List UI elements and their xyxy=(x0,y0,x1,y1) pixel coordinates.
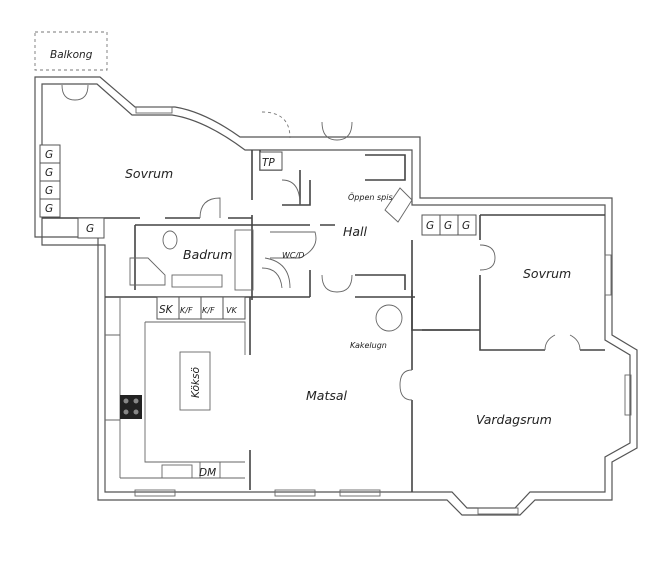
kitchen-island-label: Köksö xyxy=(190,367,202,398)
closet-label: G xyxy=(45,203,53,215)
balcony xyxy=(34,31,108,71)
fireplace-label: Öppen spis xyxy=(348,192,393,202)
room-label-sovrum: Sovrum xyxy=(125,166,173,181)
kitchen-unit-label: K/F xyxy=(202,306,215,315)
kitchen-island xyxy=(179,351,211,411)
room-label-vardagsrum: Vardagsrum xyxy=(476,412,552,427)
closet-label: G xyxy=(45,185,53,197)
room-label-hall: Hall xyxy=(343,224,368,239)
stove-icon xyxy=(120,395,142,419)
windows xyxy=(134,106,632,515)
kitchen-unit-label: VK xyxy=(226,306,237,315)
balcony-label: Balkong xyxy=(50,49,93,61)
closet-label: G xyxy=(426,220,434,232)
closets-left: G G G G G xyxy=(39,144,105,239)
tp-box xyxy=(259,151,283,171)
outer-wall-inner xyxy=(41,83,631,509)
kitchen-unit-label: K/F xyxy=(180,306,193,315)
room-label-sovrum-right: Sovrum xyxy=(523,266,571,281)
interior-walls xyxy=(42,150,605,492)
closet-label: G xyxy=(45,167,53,179)
stove-burners xyxy=(123,398,139,415)
room-label-wc: WC/D xyxy=(282,251,304,260)
room-label-badrum: Badrum xyxy=(183,247,232,262)
doors xyxy=(61,84,581,401)
dishwasher-label: DM xyxy=(199,467,216,479)
sink-icon xyxy=(161,464,193,479)
kitchen-units: SK K/F K/F VK xyxy=(105,296,246,479)
closet-label: G xyxy=(86,223,94,235)
tp-label: TP xyxy=(262,157,275,169)
bathroom-fixtures xyxy=(129,229,283,291)
tiled-stove-label: Kakelugn xyxy=(350,341,387,350)
tiled-stove-icon xyxy=(375,304,403,332)
closet-label: G xyxy=(45,149,53,161)
outer-wall xyxy=(34,76,638,516)
kitchen-unit-label: SK xyxy=(159,304,174,316)
closet-label: G xyxy=(444,220,452,232)
closet-label: G xyxy=(462,220,470,232)
room-label-matsal: Matsal xyxy=(306,388,348,403)
fireplace xyxy=(384,187,413,223)
closets-right: G G G xyxy=(421,214,477,236)
